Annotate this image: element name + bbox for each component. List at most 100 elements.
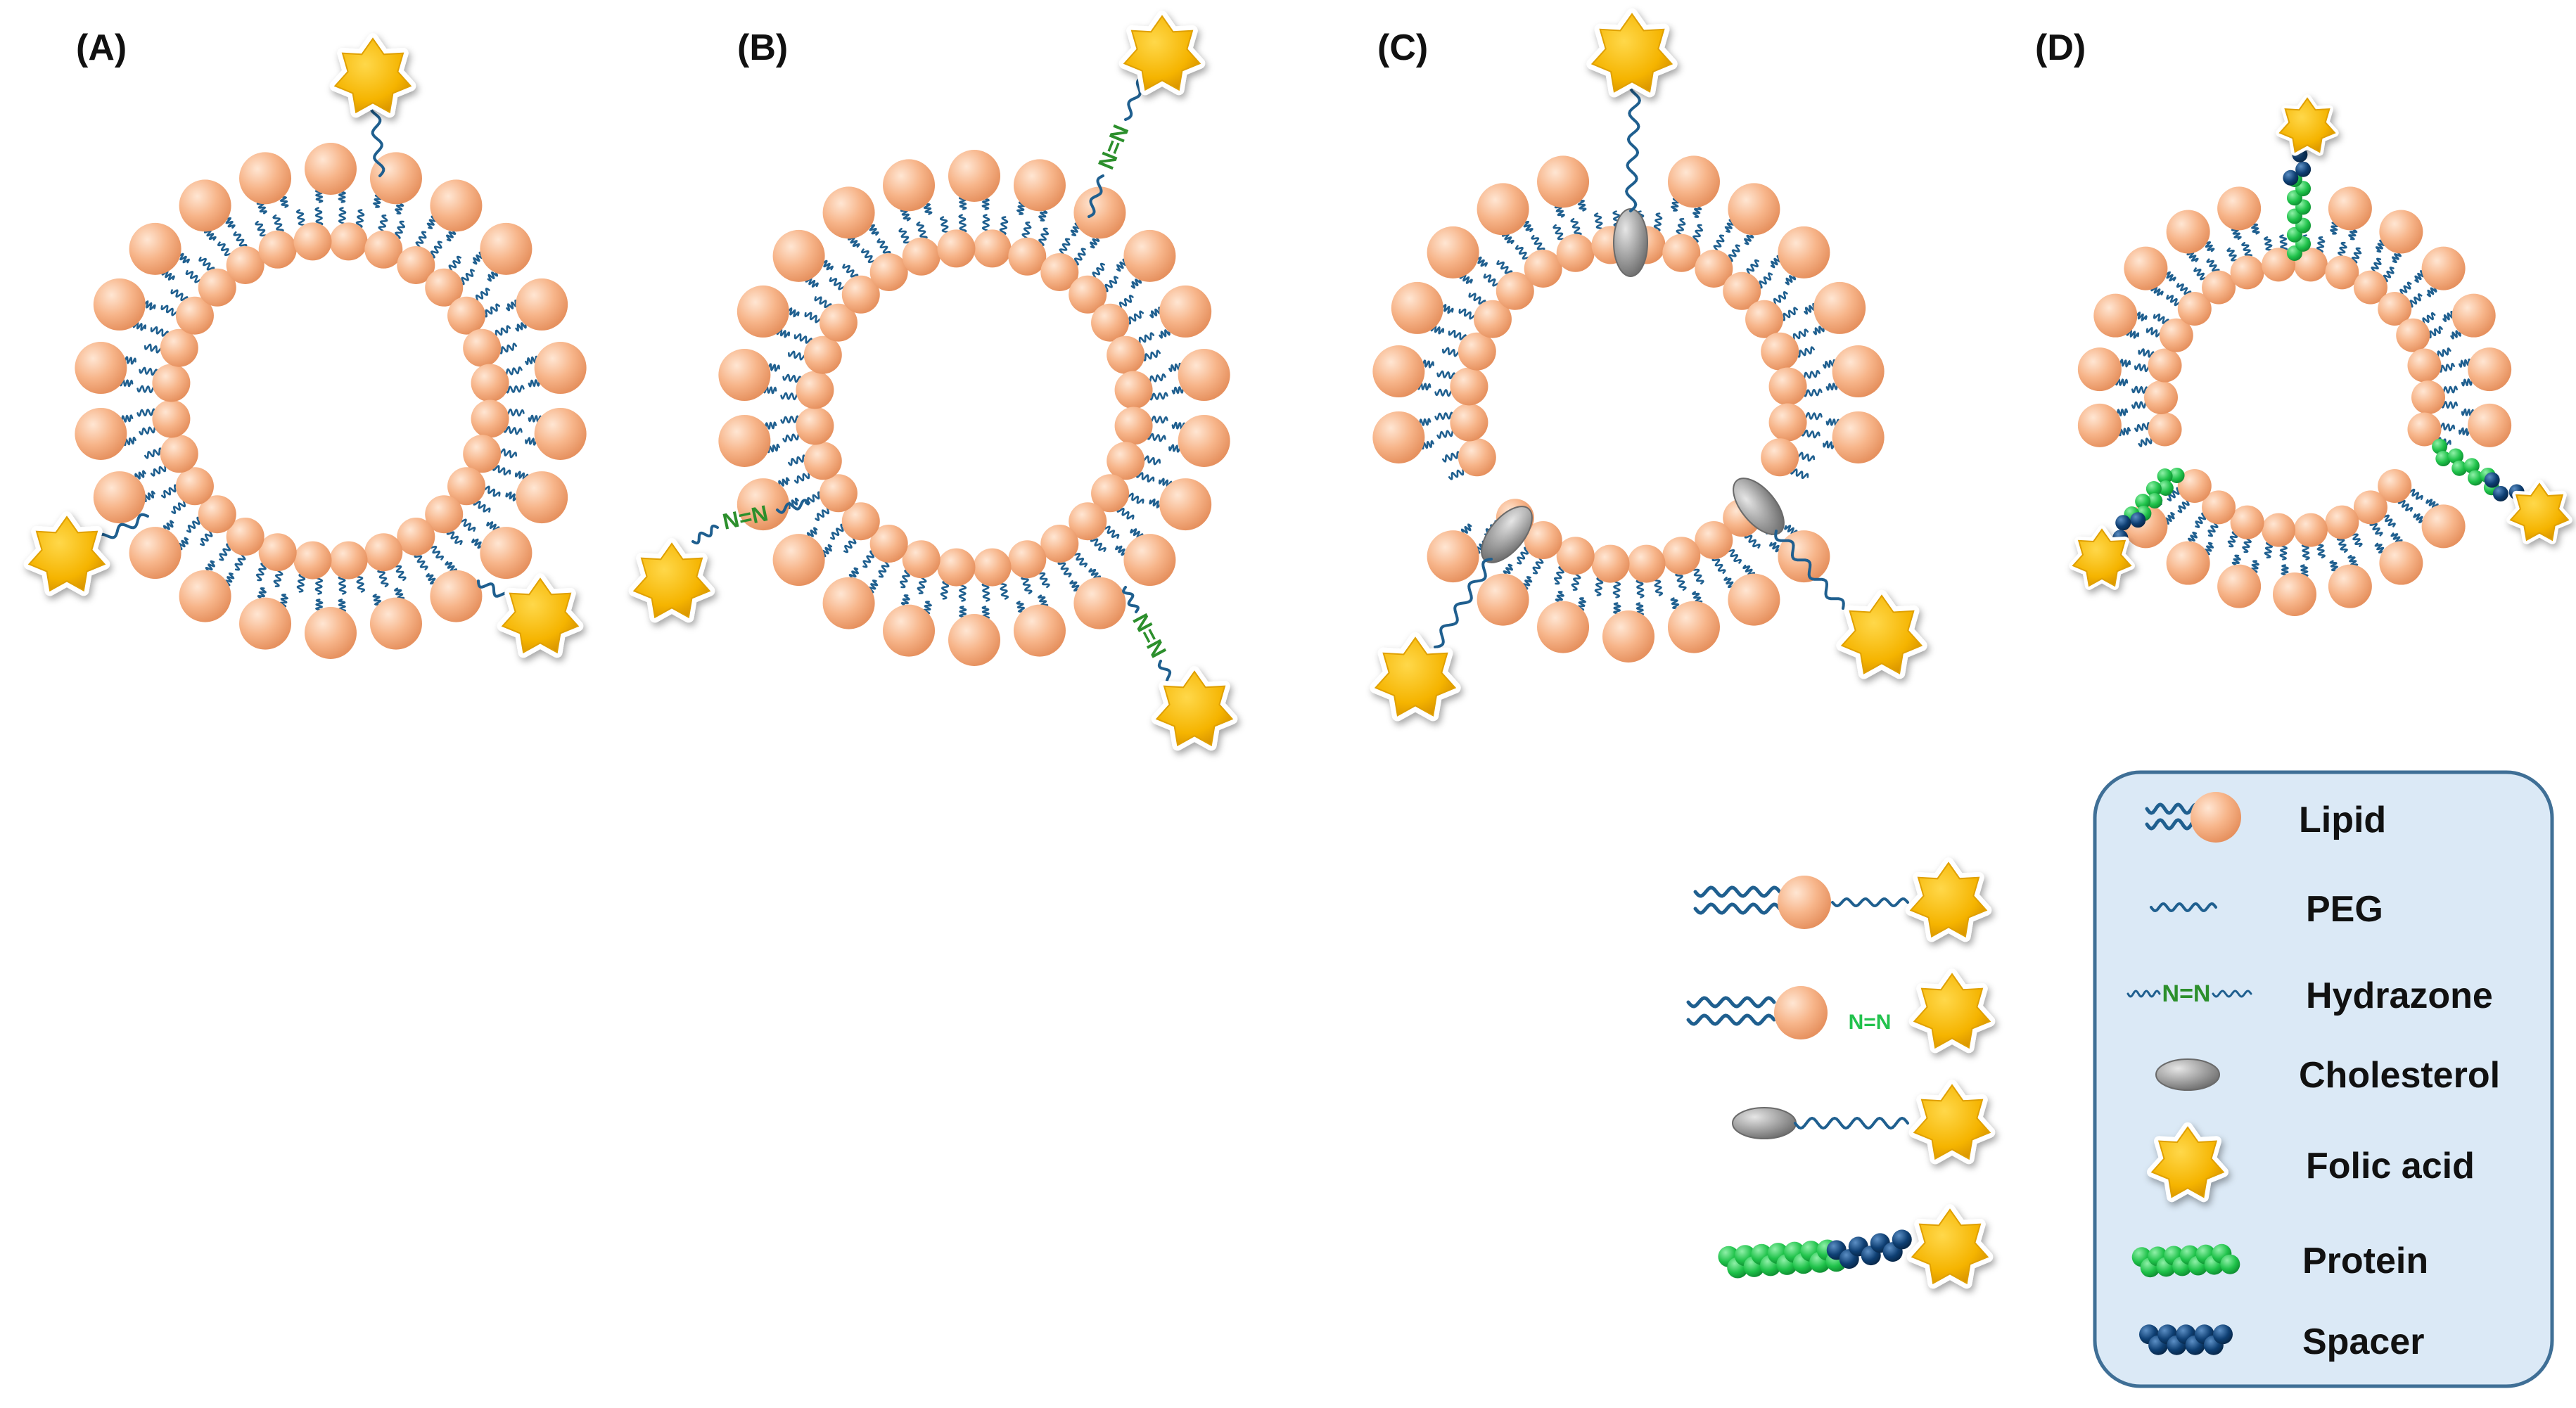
lipid-tail <box>1434 411 1455 421</box>
lipid-head <box>397 245 435 284</box>
protein-chain <box>1718 1239 1847 1279</box>
lipid-head <box>2177 468 2212 503</box>
lipid-tail <box>829 277 846 291</box>
lipid-head <box>1013 604 1066 657</box>
lipid-tail <box>1531 235 1545 252</box>
folate-star-fill <box>501 577 580 654</box>
panel-label-a: (A) <box>76 27 127 68</box>
lipid-tail <box>1091 262 1105 280</box>
lipid-head <box>1069 502 1107 541</box>
lipid-head <box>369 152 422 205</box>
lipid-head <box>1745 300 1784 338</box>
lipid-tail <box>1442 451 1461 463</box>
lipid-head <box>1450 403 1488 442</box>
lipid-tail <box>842 264 859 279</box>
hydrazone-label: N=N <box>1128 610 1171 662</box>
lipid-tail <box>1801 429 1821 439</box>
lipid-head <box>239 597 292 650</box>
lipid-head <box>737 285 789 338</box>
lipid-head <box>948 150 1000 202</box>
lipid-tail <box>878 559 890 578</box>
lipid-tail <box>2166 295 2182 307</box>
folate-star <box>1370 632 1461 722</box>
lipid-head <box>226 518 264 556</box>
lipid-head <box>2411 380 2445 414</box>
lipid-tail <box>2374 542 2386 555</box>
lipid-head <box>1524 249 1562 288</box>
lipid-head <box>2293 248 2328 282</box>
lipid-head <box>1524 521 1562 560</box>
bead <box>2135 494 2151 510</box>
lipid-tail <box>2399 281 2412 297</box>
lipid-head <box>239 152 292 205</box>
lipid-tail <box>139 366 158 376</box>
bead <box>2220 1254 2240 1274</box>
bead <box>2283 169 2299 186</box>
lipid-tail <box>2316 541 2326 558</box>
lipid-head <box>803 442 842 480</box>
lipid-head <box>1091 474 1130 513</box>
folate-star <box>2069 525 2135 590</box>
lipid-head <box>2379 210 2423 254</box>
lipid-head <box>2421 246 2466 290</box>
lipid-tail <box>2115 408 2129 417</box>
lipid-tail <box>2186 251 2199 262</box>
lipid-tail <box>395 220 405 240</box>
lipid-head <box>293 222 332 261</box>
lipid-tail <box>355 573 366 593</box>
lipid-head <box>369 597 422 650</box>
lipid-tail <box>498 448 517 459</box>
lipid-tail <box>2150 286 2164 296</box>
lipid-tail <box>998 580 1009 600</box>
lipid-tail <box>2134 422 2151 433</box>
lipid-tail <box>1790 328 1809 342</box>
lipid-head <box>1477 183 1529 236</box>
lipid-tail <box>1147 373 1166 384</box>
bead <box>2435 451 2451 467</box>
lipid-tail <box>1117 294 1134 310</box>
lipid-tail <box>917 575 927 594</box>
folate-star-fill <box>1840 594 1923 674</box>
lipid-tail <box>2206 258 2220 274</box>
lipid-tail <box>843 536 857 553</box>
lipid-head <box>364 230 403 269</box>
lipid-tail <box>2414 270 2425 283</box>
legend-hydrazone-tail <box>2127 990 2161 998</box>
lipid-tail <box>1448 330 1467 340</box>
lipid-head <box>2077 347 2122 392</box>
folate-star-fill <box>1123 15 1201 91</box>
lipid-tail <box>1072 551 1088 568</box>
lipid-tail <box>2134 363 2151 373</box>
lipid-head <box>718 414 771 467</box>
lipid-head <box>2273 572 2316 616</box>
lipid-head <box>1667 601 1720 653</box>
lipid-head <box>2148 412 2182 447</box>
lipid-head <box>2328 186 2372 231</box>
lipid-tail <box>1436 428 1456 440</box>
lipid-tail <box>1711 556 1726 574</box>
lipid-tail <box>161 484 179 499</box>
lipid-tail <box>2461 408 2475 417</box>
bead <box>2130 512 2146 528</box>
lipid-tail <box>2407 488 2423 500</box>
lipid-tail <box>170 289 189 302</box>
lipid-tail <box>1692 224 1703 243</box>
peg-linker <box>1124 76 1144 121</box>
lipid-tail <box>1652 577 1664 596</box>
legend-icons: N=N <box>2127 792 2252 1355</box>
lipid-head <box>480 527 533 580</box>
lipid-head <box>1458 332 1496 371</box>
lipid-head <box>471 399 509 438</box>
peg-linker <box>1434 558 1493 648</box>
lipid-head <box>2262 513 2296 547</box>
lipid-tail <box>171 499 188 515</box>
lipid-tail <box>144 343 163 354</box>
legend-lipid-tail <box>2145 802 2202 815</box>
lipid-tail <box>1744 533 1761 549</box>
lipid-tail <box>940 580 950 600</box>
folate-star-fill <box>2509 482 2570 542</box>
lipid-head <box>2144 380 2178 414</box>
lipid-head <box>1123 229 1176 282</box>
lipid-head <box>1723 271 1761 310</box>
lipid-tail <box>814 296 832 309</box>
